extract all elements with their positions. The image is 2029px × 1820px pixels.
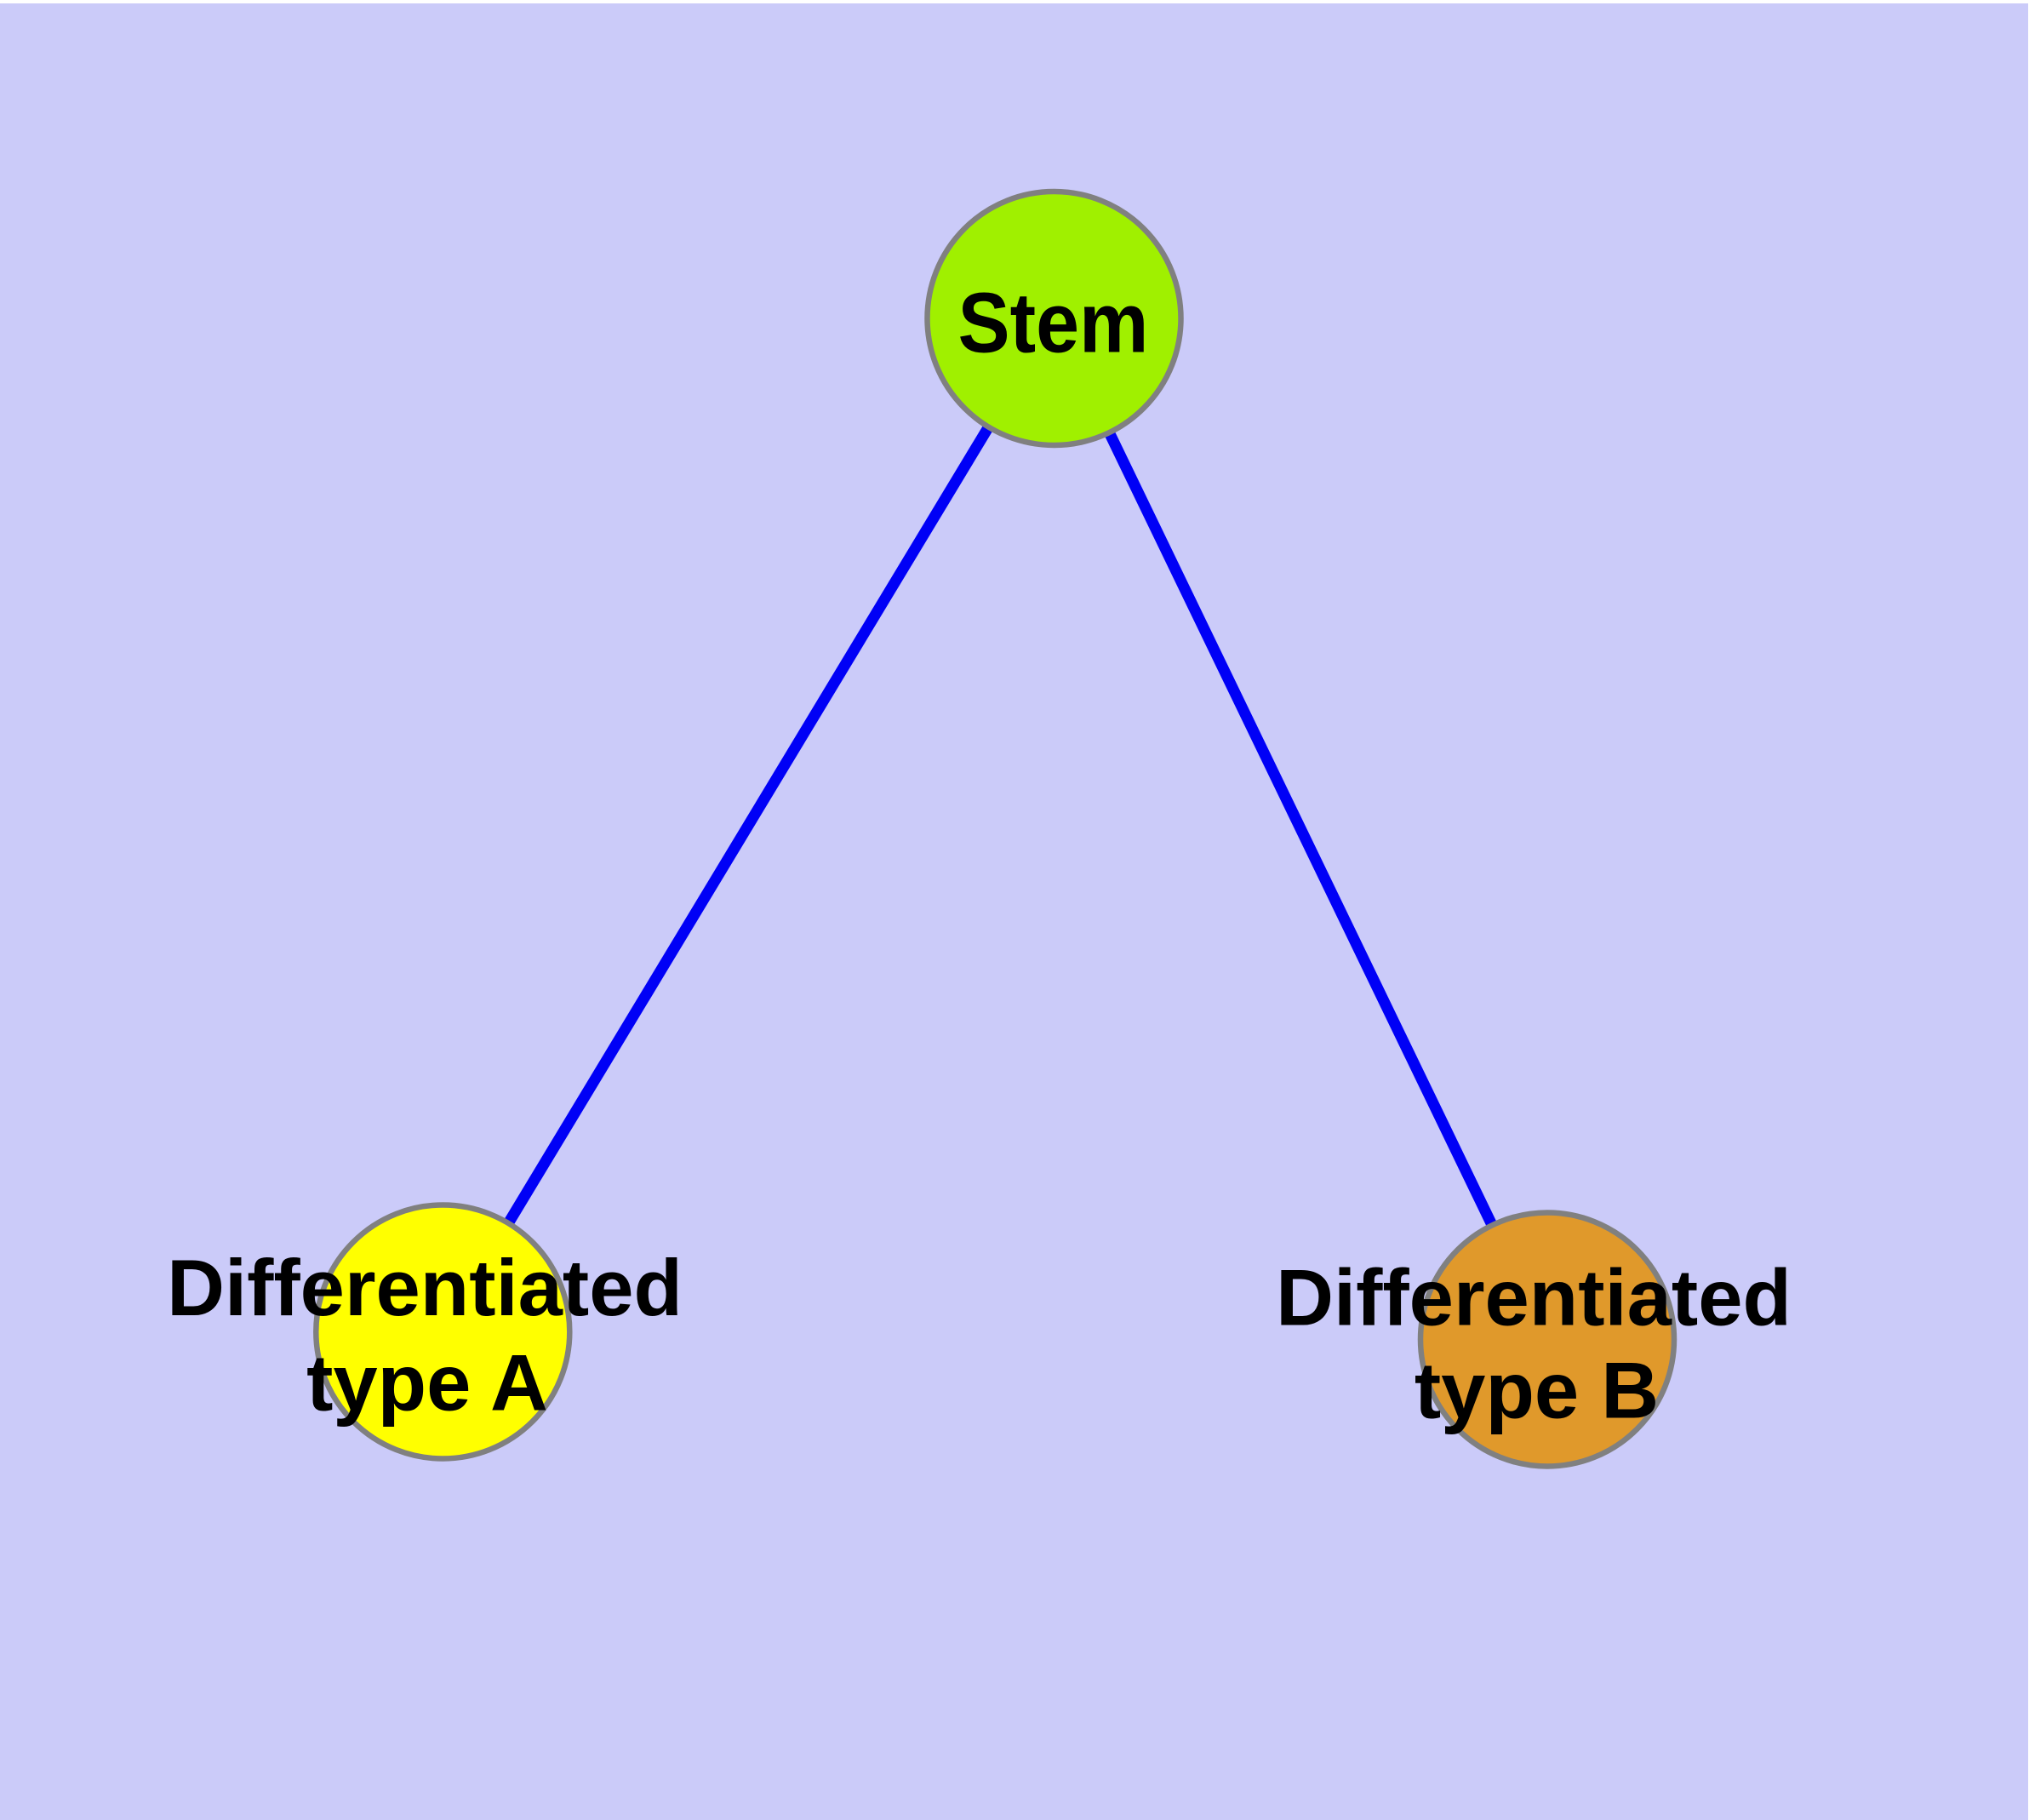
svg-text:Differentiated: Differentiated [1276,1253,1792,1342]
svg-text:type A: type A [306,1338,548,1428]
svg-text:type B: type B [1415,1346,1659,1435]
svg-text:Differentiated: Differentiated [167,1243,683,1332]
svg-text:Stem: Stem [958,276,1149,371]
